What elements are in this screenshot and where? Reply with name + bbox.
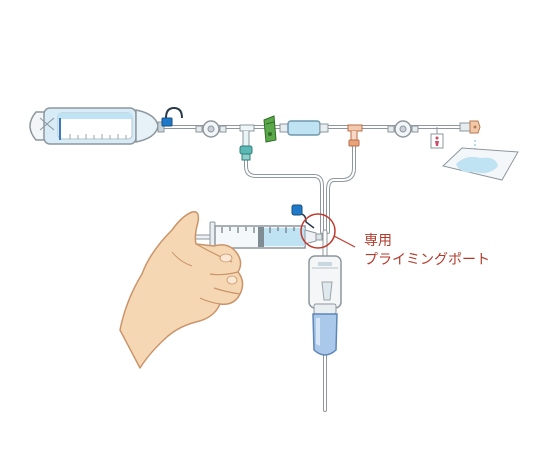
clamp-green-icon (263, 115, 277, 143)
waste-pad-icon (441, 140, 519, 181)
patient-connector-icon (459, 120, 481, 134)
hand-icon (119, 210, 244, 369)
filter-icon (279, 120, 329, 136)
person-icon (430, 127, 444, 149)
flow-regulator-icon (195, 120, 227, 138)
priming-port-label-line-2: プライミングポート (364, 252, 490, 268)
y-connector-orange-icon (347, 124, 363, 147)
priming-port-label-line-1: 専用 (364, 233, 392, 249)
y-connector-teal-icon (239, 124, 255, 161)
flow-regulator-icon (387, 120, 419, 138)
infusion-bag-icon (29, 107, 165, 145)
priming-port-callout-marker (300, 213, 356, 249)
cap-clip-icon (161, 106, 183, 127)
priming-cartridge-icon (308, 255, 342, 356)
priming-port-cap-icon (291, 204, 315, 229)
branch-tubing (244, 144, 356, 412)
priming-port-label: 専用 プライミングポート (364, 232, 490, 270)
